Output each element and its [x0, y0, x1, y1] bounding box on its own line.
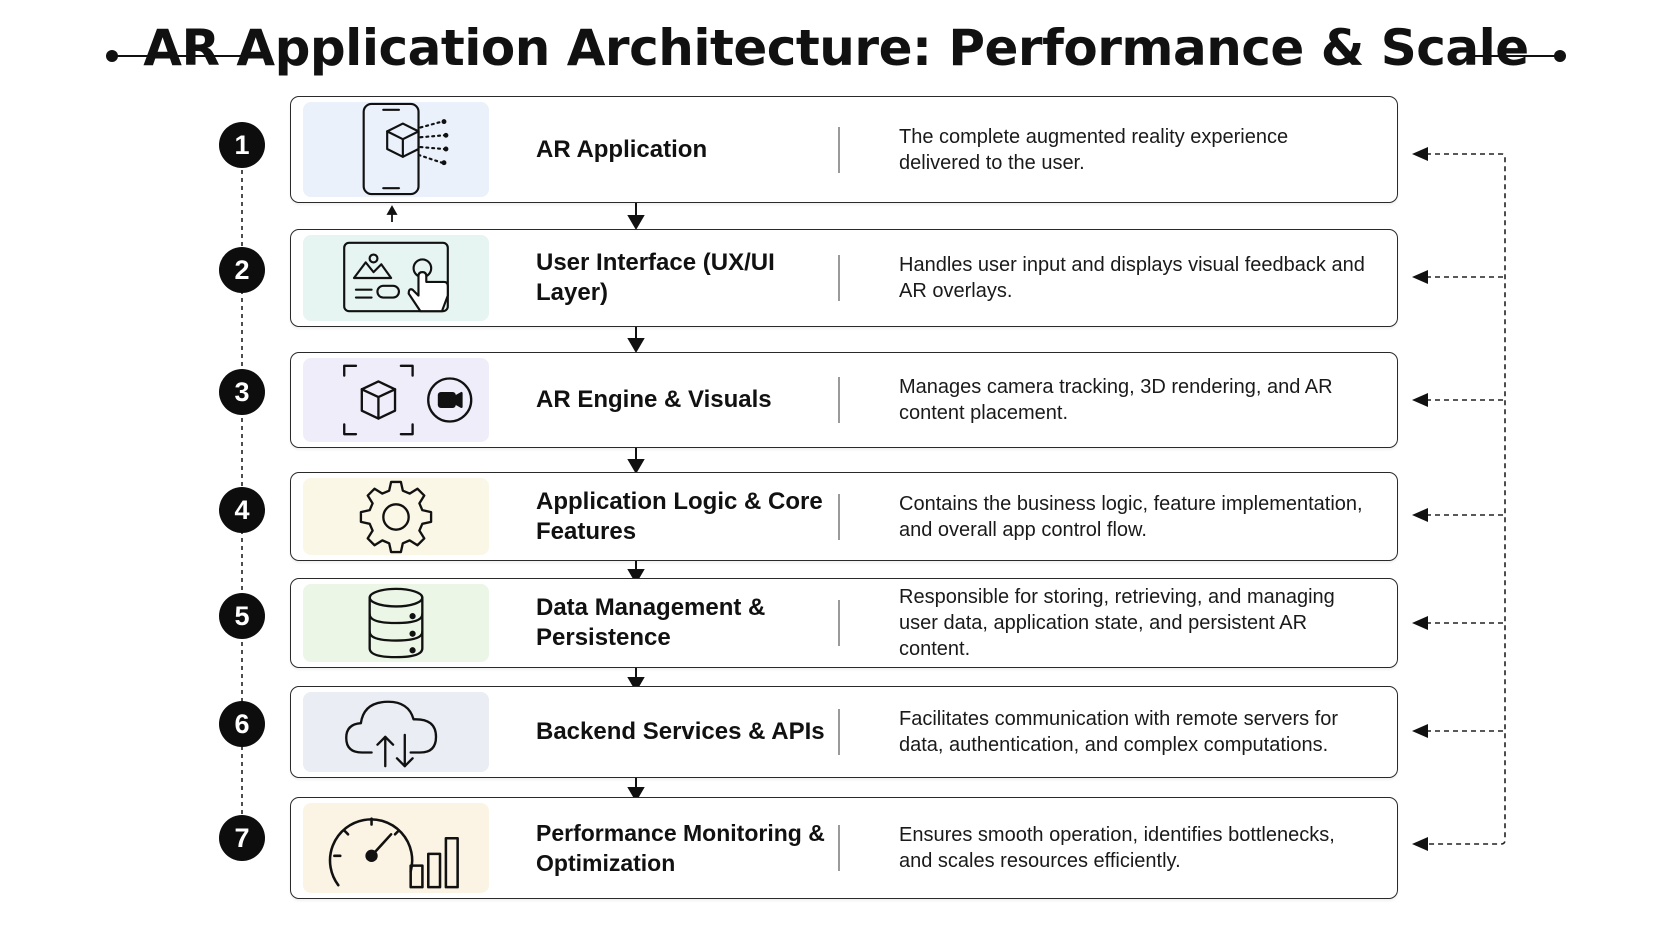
layer-4-number-badge: 4: [219, 487, 265, 533]
layer-row-6: Backend Services & APIs Facilitates comm…: [290, 686, 1398, 778]
layer-row-3: AR Engine & Visuals Manages camera track…: [290, 352, 1398, 448]
layer-3-title: AR Engine & Visuals: [536, 386, 772, 413]
layer-5-number-badge: 5: [219, 593, 265, 639]
title-left-dot: [106, 50, 118, 62]
layer-2-title: User Interface (UX/UI Layer): [536, 249, 775, 306]
layer-6-description: Facilitates communication with remote se…: [899, 708, 1339, 756]
layer-7-divider: [838, 825, 840, 871]
layer-3-description: Manages camera tracking, 3D rendering, a…: [899, 376, 1333, 424]
layer-7-icon-panel: [303, 803, 489, 893]
database-icon: [368, 587, 424, 659]
layer-6-icon-panel: [303, 692, 489, 772]
phone-ar-cube-icon: [362, 102, 449, 196]
layer-7-description: Ensures smooth operation, identifies bot…: [899, 824, 1335, 872]
layer-2-icon-panel: [303, 235, 489, 321]
layer-2-number-badge: 2: [219, 247, 265, 293]
layer-4-description: Contains the business logic, feature imp…: [899, 492, 1363, 541]
feedback-arrowheads: [1412, 147, 1428, 851]
ui-touch-icon: [343, 241, 449, 313]
layer-1-description: The complete augmented reality experienc…: [899, 125, 1289, 174]
layer-7-title: Performance Monitoring & Optimization: [536, 820, 825, 876]
layer-1-icon-panel: [303, 102, 489, 197]
layer-3-divider: [838, 377, 840, 423]
layer-4-title: Application Logic & Core Features: [536, 487, 823, 545]
layer-1-divider: [838, 126, 840, 173]
layer-row-7: Performance Monitoring & Optimization En…: [290, 797, 1398, 899]
layer-1-number-badge: 1: [219, 122, 265, 168]
phone-up-arrow: [386, 205, 398, 222]
layer-row-2: User Interface (UX/UI Layer) Handles use…: [290, 229, 1398, 327]
layer-6-title: Backend Services & APIs: [536, 718, 825, 745]
gauge-chart-icon: [328, 817, 459, 889]
layer-7-number-badge: 7: [219, 815, 265, 861]
layer-1-title: AR Application: [536, 135, 708, 163]
layer-5-description: Responsible for storing, retrieving, and…: [899, 586, 1335, 660]
page-title: AR Application Architecture: Performance…: [143, 19, 1529, 77]
feedback-loop: [1426, 153, 1506, 845]
layer-row-1: AR Application The complete augmented re…: [290, 96, 1398, 203]
layer-6-divider: [838, 709, 840, 755]
layer-2-description: Handles user input and displays visual f…: [899, 254, 1365, 302]
layer-row-5: Data Management & Persistence Responsibl…: [290, 578, 1398, 668]
cloud-sync-icon: [345, 700, 438, 768]
layer-4-icon-panel: [303, 478, 489, 555]
layer-3-number-badge: 3: [219, 369, 265, 415]
layer-4-divider: [838, 493, 840, 540]
title-right-dot: [1554, 50, 1566, 62]
ar-engine-camera-icon: [343, 364, 473, 436]
layer-row-4: Application Logic & Core Features Contai…: [290, 472, 1398, 561]
title-right-line: [1470, 50, 1566, 62]
layer-5-icon-panel: [303, 584, 489, 662]
layer-2-divider: [838, 255, 840, 301]
layer-5-divider: [838, 600, 840, 646]
gear-icon: [359, 480, 433, 554]
title-row: AR Application Architecture: Performance…: [0, 8, 1672, 88]
title-left-line: [106, 50, 258, 62]
layer-3-icon-panel: [303, 358, 489, 442]
layer-5-title: Data Management & Persistence: [536, 594, 766, 651]
layer-6-number-badge: 6: [219, 701, 265, 747]
